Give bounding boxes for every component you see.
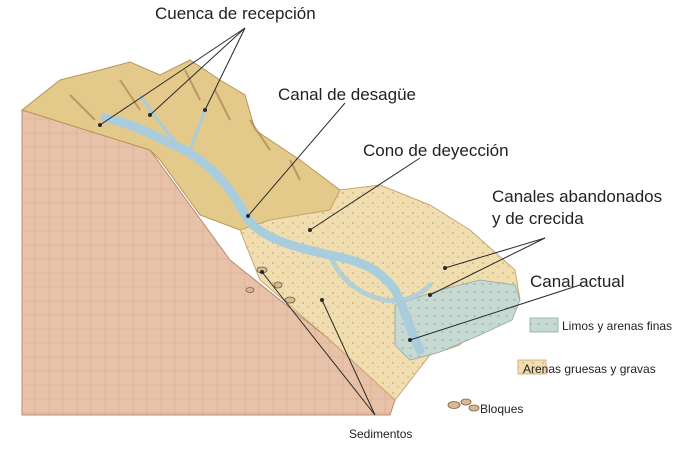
legend-silt-label: Limos y arenas finas	[562, 319, 672, 333]
legend-sand-label: Arenas gruesas y gravas	[523, 362, 656, 376]
label-canal-desague: Canal de desagüe	[278, 85, 416, 104]
label-canales-abandonados: Canales abandonados	[492, 187, 662, 206]
label-cuenca: Cuenca de recepción	[155, 4, 316, 23]
label-sedimentos: Sedimentos	[349, 427, 412, 441]
legend-boulders-label: Bloques	[480, 402, 523, 416]
label-y-de-crecida: y de crecida	[492, 209, 584, 228]
silt-swatch	[530, 318, 558, 332]
label-canal-actual: Canal actual	[530, 272, 625, 291]
label-cono: Cono de deyección	[363, 141, 509, 160]
boulders-swatch	[448, 399, 479, 411]
terrain-block	[22, 60, 520, 415]
